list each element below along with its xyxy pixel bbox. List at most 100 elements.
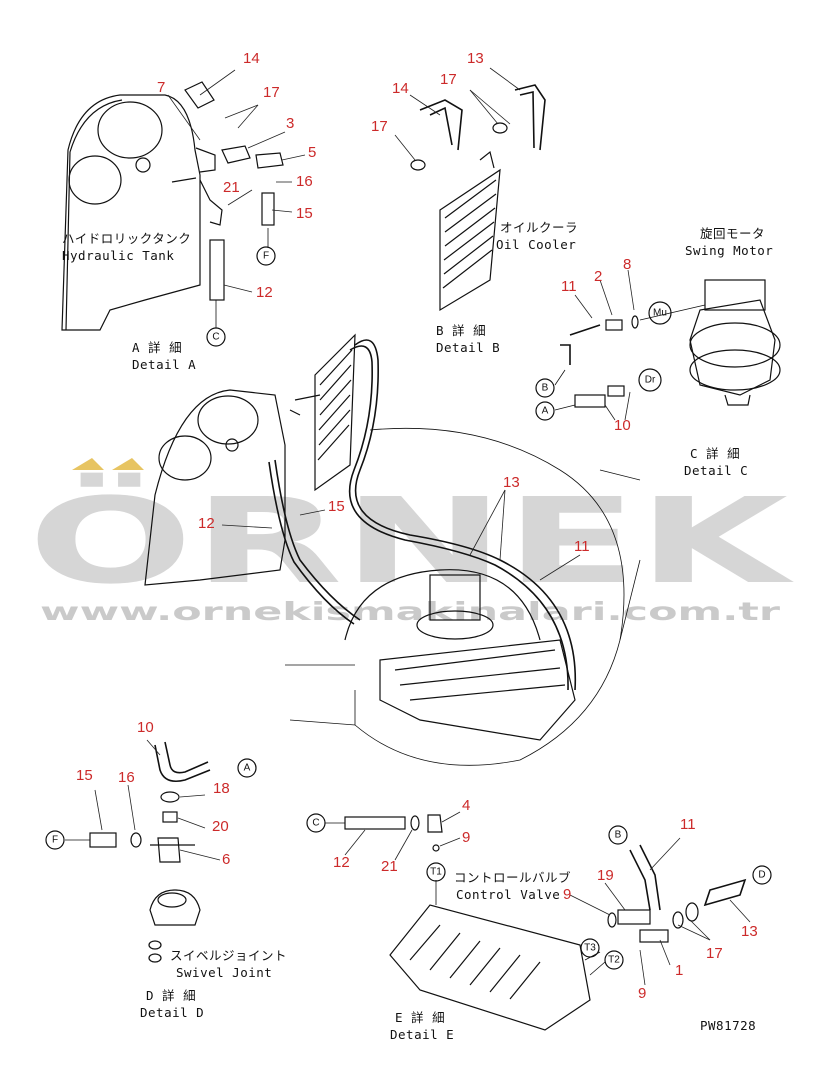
- marker-b-detail-c: B: [535, 378, 555, 398]
- part-number: 1: [675, 962, 683, 979]
- label-c-title-jp: C 詳 細: [690, 446, 740, 461]
- svg-text:A: A: [542, 406, 549, 417]
- part-number: 18: [213, 780, 230, 797]
- marker-b-detail-e: B: [608, 825, 628, 845]
- detail-b-drawing: [394, 67, 546, 312]
- marker-t3: T3: [580, 938, 600, 958]
- marker-c-detail-e: C: [306, 813, 326, 833]
- connection-markers: F C Mu Dr B A A F C T1 B D T3 T2: [45, 246, 772, 970]
- marker-dr: Dr: [638, 368, 662, 392]
- svg-text:B: B: [542, 383, 549, 394]
- svg-text:F: F: [52, 835, 58, 846]
- marker-c-detail-a: C: [206, 327, 226, 347]
- part-number: 13: [741, 923, 758, 940]
- label-d-title-jp: D 詳 細: [146, 988, 196, 1003]
- part-number: 6: [222, 851, 230, 868]
- part-number: 8: [623, 256, 631, 273]
- part-number: 12: [198, 515, 215, 532]
- part-number: 20: [212, 818, 229, 835]
- part-number: 7: [157, 79, 165, 96]
- label-c-title-en: Detail C: [684, 463, 748, 478]
- watermark-accent-left: [72, 458, 104, 470]
- svg-text:Dr: Dr: [645, 375, 656, 386]
- svg-text:Mu: Mu: [653, 308, 667, 319]
- part-number: 2: [594, 268, 602, 285]
- svg-text:C: C: [312, 818, 319, 829]
- part-number: 16: [296, 173, 313, 190]
- marker-d-detail-e: D: [752, 865, 772, 885]
- detail-d-drawing: [65, 739, 221, 963]
- part-number: 17: [263, 84, 280, 101]
- part-number: 9: [563, 886, 571, 903]
- part-number: 3: [286, 115, 294, 132]
- part-number: 10: [614, 417, 631, 434]
- part-number: 14: [243, 50, 260, 67]
- svg-text:T2: T2: [608, 955, 620, 966]
- part-number: 21: [381, 858, 398, 875]
- part-number: 17: [706, 945, 723, 962]
- marker-mu: Mu: [648, 301, 672, 325]
- label-e-title-en: Detail E: [390, 1027, 454, 1042]
- marker-f-detail-a: F: [256, 246, 276, 266]
- part-number: 16: [118, 769, 135, 786]
- part-number: 17: [371, 118, 388, 135]
- svg-text:F: F: [263, 251, 269, 262]
- detail-e-drawing: [325, 811, 751, 1031]
- label-e-part-en: Control Valve: [456, 887, 560, 902]
- marker-f-detail-d: F: [45, 830, 65, 850]
- part-number: 12: [256, 284, 273, 301]
- label-c-part-jp: 旋回モータ: [700, 226, 765, 241]
- part-number: 15: [296, 205, 313, 222]
- part-numbers: 14 7 17 3 5 16 21 15 12 13 14 17 17 11 2…: [76, 50, 758, 1002]
- part-number: 10: [137, 719, 154, 736]
- marker-a-detail-c: A: [535, 401, 555, 421]
- label-d-part-jp: スイベルジョイント: [170, 948, 287, 963]
- label-b-title-jp: B 詳 細: [436, 323, 486, 338]
- part-number: 11: [680, 816, 696, 833]
- watermark-accent-right: [112, 458, 144, 470]
- part-number: 13: [467, 50, 484, 67]
- part-number: 12: [333, 854, 350, 871]
- drawing-code: PW81728: [700, 1018, 756, 1033]
- svg-text:A: A: [244, 763, 251, 774]
- label-a-part-jp: ハイドロリックタンク: [62, 231, 191, 246]
- svg-text:C: C: [212, 332, 219, 343]
- label-b-title-en: Detail B: [436, 340, 500, 355]
- part-number: 14: [392, 80, 409, 97]
- part-number: 9: [638, 985, 646, 1002]
- part-number: 11: [574, 538, 590, 555]
- part-number: 11: [561, 278, 577, 295]
- detail-labels: ハイドロリックタンク Hydraulic Tank A 詳 細 Detail A…: [62, 220, 773, 1042]
- label-b-part-jp: オイルクーラ: [500, 220, 578, 235]
- main-assembly-drawing: [144, 333, 641, 766]
- marker-a-detail-d: A: [237, 758, 257, 778]
- svg-text:B: B: [615, 830, 622, 841]
- detail-c-drawing: [554, 269, 781, 421]
- part-number: 19: [597, 867, 614, 884]
- watermark-url: www.ornekismakinalari.com.tr: [40, 597, 781, 626]
- label-e-part-jp: コントロールバルブ: [454, 870, 571, 885]
- label-b-part-en: Oil Cooler: [496, 237, 576, 252]
- svg-text:T1: T1: [430, 867, 442, 878]
- label-a-title-jp: A 詳 細: [132, 340, 182, 355]
- svg-text:T3: T3: [584, 943, 596, 954]
- label-a-title-en: Detail A: [132, 357, 196, 372]
- part-number: 9: [462, 829, 470, 846]
- marker-t1: T1: [426, 862, 446, 882]
- label-e-title-jp: E 詳 細: [395, 1010, 445, 1025]
- part-number: 15: [76, 767, 93, 784]
- label-d-title-en: Detail D: [140, 1005, 204, 1020]
- part-number: 13: [503, 474, 520, 491]
- marker-t2: T2: [604, 950, 624, 970]
- label-a-part-en: Hydraulic Tank: [62, 248, 174, 263]
- part-number: 15: [328, 498, 345, 515]
- svg-text:D: D: [758, 870, 765, 881]
- part-number: 17: [440, 71, 457, 88]
- part-number: 4: [462, 797, 470, 814]
- label-c-part-en: Swing Motor: [685, 243, 773, 258]
- part-number: 5: [308, 144, 316, 161]
- part-number: 21: [223, 179, 240, 196]
- detail-a-drawing: [61, 69, 306, 331]
